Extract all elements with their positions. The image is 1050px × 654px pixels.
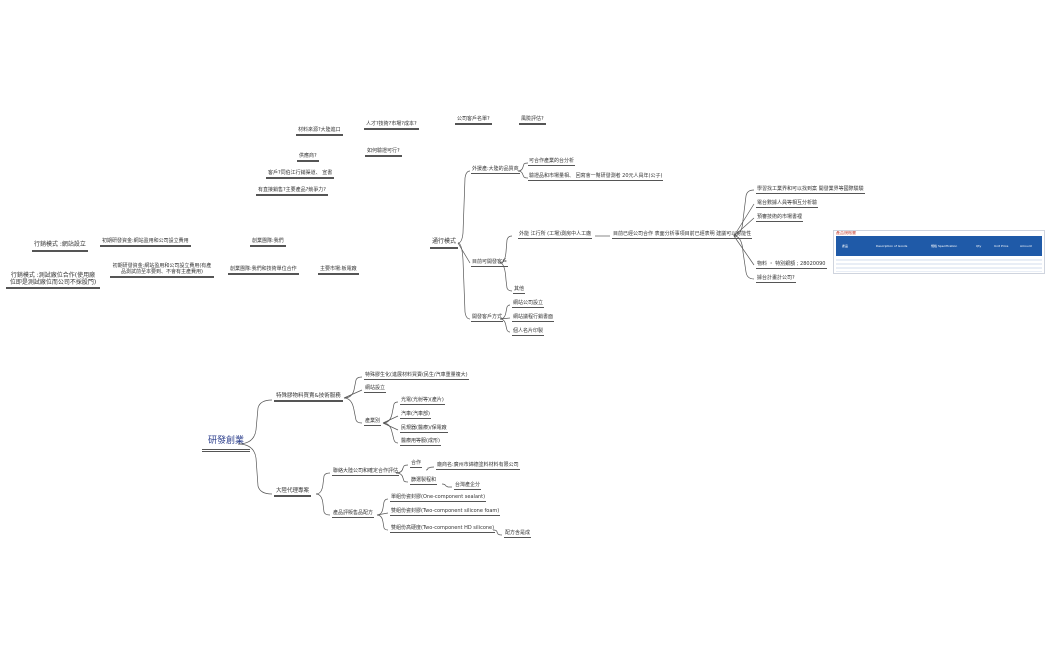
node-customer-channel[interactable]: 客戶?同伯江行銷渠道、 宣書 bbox=[266, 170, 335, 179]
node-team-partner[interactable]: 創業團隊:我們和技術單位合作 bbox=[228, 266, 299, 275]
node-verify-feasibility[interactable]: 如何驗證可行? bbox=[365, 148, 402, 157]
node-talent-question[interactable]: 人才?技術?市場?成本? bbox=[364, 121, 419, 130]
node-b-sub1-3[interactable]: 廠商名:廣州市綿德塗料材料有限公司 bbox=[436, 462, 520, 470]
node-website-setup[interactable]: 網站公司設立 bbox=[512, 300, 545, 308]
node-external-factory[interactable]: 外能 江行所 (工場)測房中人工廠 bbox=[518, 231, 593, 239]
node-marketing-test-partner[interactable]: 行銷模式 :測試廠位合作(使用廠位即是測試廠位而公司不採股門) bbox=[6, 272, 100, 289]
node-customer-approach[interactable]: 開發客戶方式 bbox=[471, 314, 504, 322]
spec-sheet-header: 產品 Description of Goods 規格 Specification… bbox=[836, 236, 1042, 256]
node-b-sub1-2[interactable]: 篩選製程和 bbox=[410, 477, 438, 485]
node-business-card[interactable]: 個人名片印製 bbox=[512, 328, 545, 336]
node-material-source[interactable]: 材料來源?大陸進口 bbox=[296, 127, 343, 136]
spec-col-5: Unit Price bbox=[994, 244, 1009, 248]
node-b-item-2[interactable]: 產品評販售品配方 bbox=[332, 510, 375, 518]
node-potential-customers[interactable]: 目前可開發客戶 bbox=[471, 259, 509, 267]
node-a-item-3[interactable]: 產業別 bbox=[364, 418, 382, 426]
node-current-partner[interactable]: 目前已經公司合作 表面分析事項目前已經表明 建議可以可能性 bbox=[612, 231, 753, 239]
node-special-materials[interactable]: 特殊膠物料買賣&技術服務 bbox=[274, 393, 343, 402]
node-marketing-website[interactable]: 行銷模式 :網站設立 bbox=[32, 241, 88, 252]
node-direct-sales[interactable]: 有直接銷售?主要產品?競爭力? bbox=[256, 187, 328, 196]
node-a-sub-1[interactable]: 光電(光射等)(產片) bbox=[400, 397, 445, 405]
node-right-1[interactable]: 學習找工業界和可以找到案 開發業界等國際驗驗 bbox=[756, 186, 865, 194]
node-verify-market[interactable]: 驗證品和市場量相、 回寫會一幫研發測者 20元人員年(公子) bbox=[528, 173, 664, 181]
spec-col-6: Amount bbox=[1020, 244, 1032, 248]
node-right-4[interactable]: 物料 ・ 特別銀額 ; 28020090 bbox=[756, 261, 827, 269]
spec-col-4: Qty bbox=[976, 244, 982, 248]
node-a-sub-4[interactable]: 醫療用等服(成形) bbox=[400, 438, 441, 446]
node-outsource[interactable]: 外援產:大陸的品質商 bbox=[471, 166, 520, 174]
node-b-sub1-1[interactable]: 合作 bbox=[410, 460, 423, 468]
node-b-sub2-2[interactable]: 雙組份瓷封膠(Two-component silicone foam) bbox=[390, 508, 501, 516]
node-right-2[interactable]: 電台數據人員等相互分析驗 bbox=[756, 200, 819, 208]
spec-col-3: 規格 Specification bbox=[931, 244, 958, 248]
node-team[interactable]: 創業團隊:我們 bbox=[250, 238, 286, 247]
node-a-sub-2[interactable]: 汽車(汽車部) bbox=[400, 411, 431, 419]
node-website-marketing[interactable]: 網站議程行銷書面 bbox=[512, 314, 555, 322]
node-b-sub2-3[interactable]: 雙組份高硬度(Two-component HD silicone) bbox=[390, 525, 496, 533]
node-b-sub2-4[interactable]: 配方含是成 bbox=[504, 530, 532, 538]
node-china-agency[interactable]: 大陸代理專案 bbox=[274, 488, 312, 497]
node-b-item-1[interactable]: 聯絡大陸公司和確定合作評估 bbox=[332, 468, 400, 476]
spec-sheet-thumbnail: 產品規格書 產品 Description of Goods 規格 Specifi… bbox=[833, 230, 1045, 274]
root-node-rd[interactable]: 研發創業 bbox=[202, 436, 251, 452]
node-a-item-1[interactable]: 特殊膠生化(進展材料買賣(民生/汽車重量複大) bbox=[364, 372, 469, 380]
node-funding-1[interactable]: 初期研發資金:網站盈用和公司設立費用 bbox=[100, 238, 191, 247]
node-main-market[interactable]: 主要市場:板電廠 bbox=[318, 266, 359, 275]
node-b-sub2-1[interactable]: 單組份瓷封膠(One-component sealant) bbox=[390, 494, 487, 502]
node-a-sub-3[interactable]: 民規器(醫療)/保電廠 bbox=[400, 425, 448, 433]
node-customer-list[interactable]: 公司客戶名單? bbox=[455, 116, 492, 125]
node-other[interactable]: 其他 bbox=[513, 286, 526, 294]
node-risk-assessment[interactable]: 風險評估? bbox=[519, 116, 546, 125]
spec-col-2: Description of Goods bbox=[876, 244, 908, 248]
spec-col-1: 產品 bbox=[842, 244, 849, 248]
node-marketing-model[interactable]: 通行模式 bbox=[430, 238, 459, 249]
spec-sheet-title: 產品規格書 bbox=[836, 230, 856, 235]
node-supplier[interactable]: 供應商? bbox=[297, 153, 319, 162]
node-right-5[interactable]: 據台計畫計公司? bbox=[756, 275, 796, 283]
node-funding-2[interactable]: 初期研發資金:網站盈用和公司設立費用(有產品測試前至本要到、不會有主產費用) bbox=[110, 263, 214, 278]
node-right-3[interactable]: 預審技術的市場書裡 bbox=[756, 214, 804, 222]
spec-sheet-rows bbox=[836, 257, 1042, 272]
node-b-sub1-4[interactable]: 台灣產企分 bbox=[454, 482, 482, 490]
node-industry-analysis[interactable]: 可合作產業的台分析 bbox=[528, 158, 576, 166]
node-a-item-2[interactable]: 網站設立 bbox=[364, 385, 387, 393]
